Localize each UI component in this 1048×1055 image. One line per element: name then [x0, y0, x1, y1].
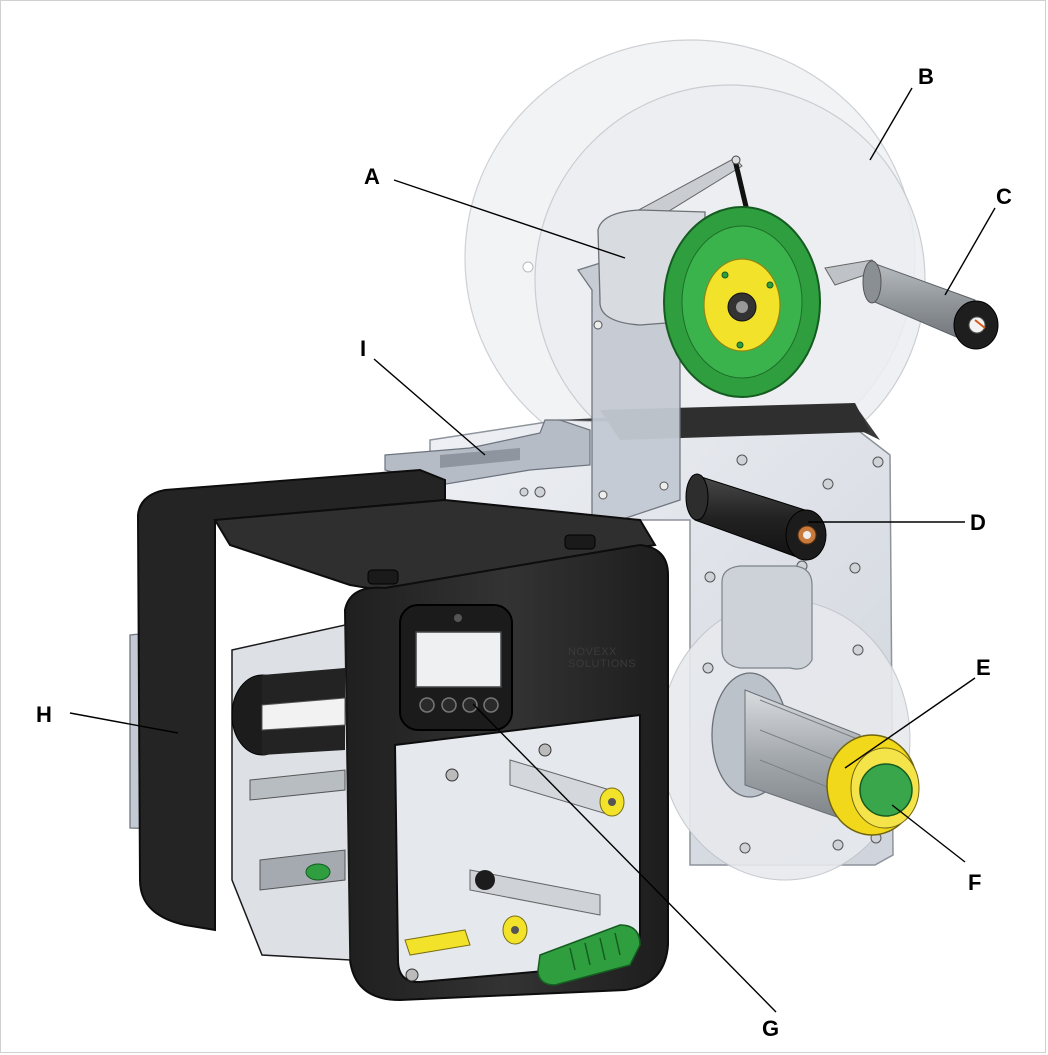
callout-leaders: [69, 87, 996, 1013]
logo-line2: SOLUTIONS: [568, 658, 636, 670]
callout-label-g: G: [762, 1016, 779, 1041]
callout-labels: A B C D E F G H I: [36, 64, 1012, 1041]
leader-c: [944, 207, 996, 296]
leader-a: [393, 179, 626, 259]
unwinder-hub: [597, 206, 821, 398]
callout-label-c: C: [996, 184, 1012, 209]
logo-line1: NOVEXX: [568, 646, 617, 658]
deflection-roller-top: [824, 259, 999, 350]
reel-support-arm: [576, 259, 681, 521]
printer-housing: [136, 468, 669, 1002]
callout-label-f: F: [968, 870, 981, 895]
leader-e: [844, 677, 976, 769]
callout-label-a: A: [364, 164, 380, 189]
print-mechanism: [231, 668, 641, 986]
rewinder-knob: [826, 734, 920, 836]
leader-i: [373, 358, 486, 456]
callout-label-h: H: [36, 702, 52, 727]
callout-label-d: D: [970, 510, 986, 535]
callout-label-i: I: [360, 336, 366, 361]
callout-label-b: B: [918, 64, 934, 89]
leader-f: [891, 804, 966, 863]
leader-g: [472, 703, 777, 1013]
leader-h: [69, 712, 179, 734]
callout-label-e: E: [976, 655, 991, 680]
leader-b: [869, 87, 913, 161]
control-panel: [399, 604, 513, 731]
